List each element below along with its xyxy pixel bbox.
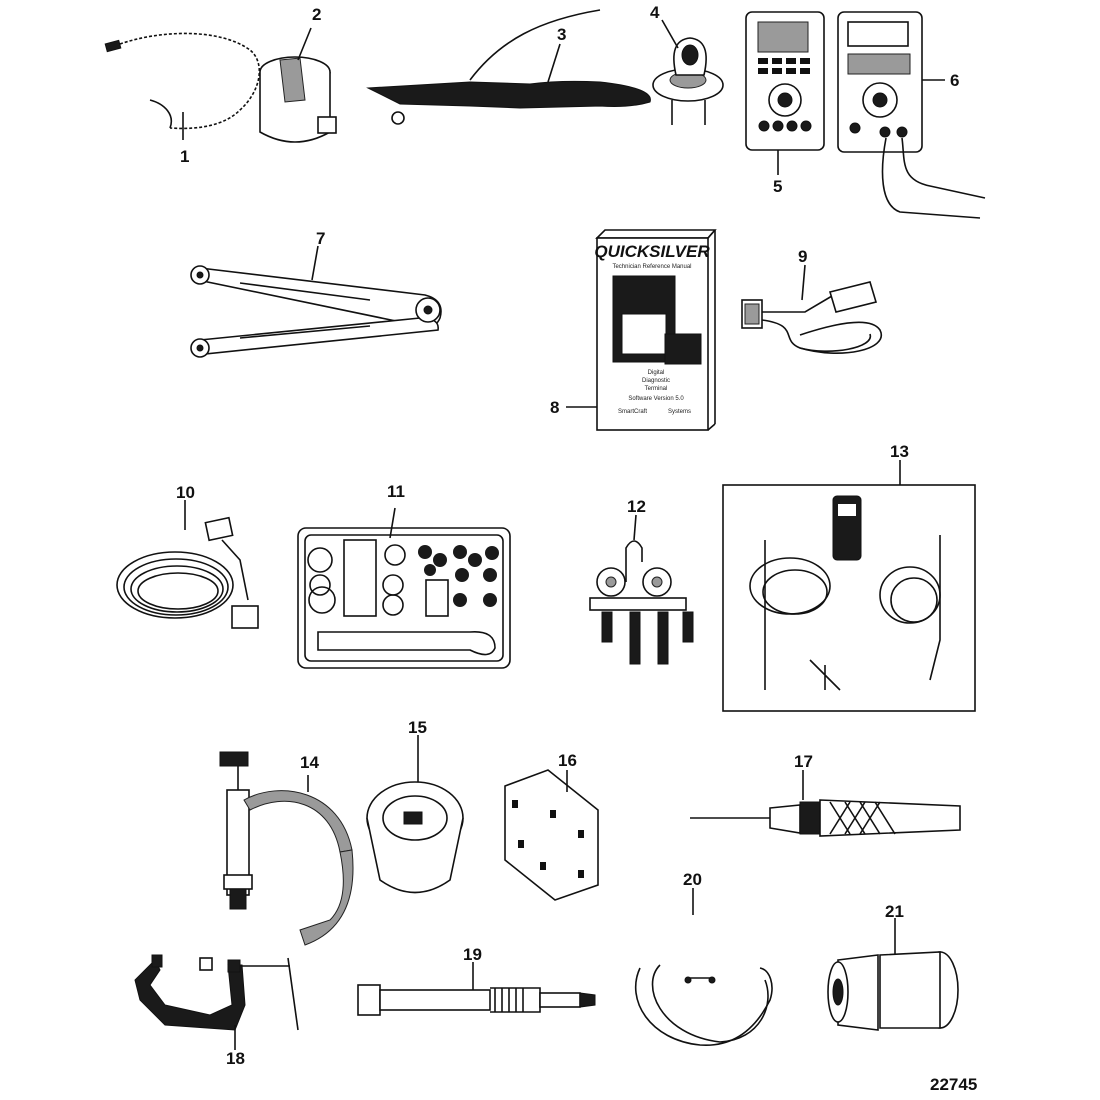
callout-9: 9 [798, 247, 807, 266]
tool-20-jumper-wires [634, 888, 773, 1046]
tool-6-multimeter-with-leads [837, 11, 986, 219]
callout-7: 7 [316, 229, 325, 248]
tool-14-pump-with-hose [219, 751, 354, 946]
manual-footer-left: SmartCraft [618, 409, 647, 415]
tool-10-coiled-cable [116, 500, 259, 629]
tool-19-puller-shaft [357, 962, 596, 1016]
manual-line-3: Terminal [645, 386, 668, 392]
callout-5: 5 [773, 177, 782, 196]
manual-line-1: Digital [648, 370, 665, 376]
tool-9-adapter-harness [741, 264, 883, 354]
tool-8-reference-manual: QUICKSILVER Technician Reference Manual … [566, 229, 717, 431]
tool-16-plate [504, 769, 599, 901]
callout-labels: 1 2 3 4 5 6 7 8 9 10 11 12 13 14 15 16 1… [176, 3, 959, 1068]
tool-13-digital-diagnostic-kit [722, 460, 976, 712]
callout-16: 16 [558, 751, 577, 770]
figure-number: 22745 [930, 1075, 977, 1094]
tool-1-probe-cable [104, 32, 261, 140]
manual-title: Technician Reference Manual [612, 264, 691, 270]
callout-12: 12 [627, 497, 646, 516]
manual-version: Software Version 5.0 [628, 396, 684, 402]
tool-11-seal-kit-tray [297, 507, 511, 669]
callout-6: 6 [950, 71, 959, 90]
callout-8: 8 [550, 398, 559, 417]
callout-1: 1 [180, 147, 189, 166]
callout-17: 17 [794, 752, 813, 771]
tool-18-c-clamp [134, 954, 299, 1050]
tool-15-filter-wrench [366, 735, 464, 894]
manual-line-2: Diagnostic [642, 378, 670, 384]
callout-10: 10 [176, 483, 195, 502]
callout-14: 14 [300, 753, 319, 772]
callout-4: 4 [650, 3, 660, 22]
tool-7-spanner-wrench [190, 245, 442, 358]
tool-12-gauge-manifold [589, 514, 694, 665]
tool-21-socket [827, 918, 959, 1031]
callout-3: 3 [557, 25, 566, 44]
tool-2-puller-block [259, 27, 337, 143]
callout-20: 20 [683, 870, 702, 889]
manual-brand: QUICKSILVER [594, 242, 710, 261]
manual-footer-right: Systems [668, 409, 691, 415]
tool-4-lifting-eye [652, 19, 724, 125]
callout-11: 11 [387, 482, 405, 501]
tool-17-tube-fitting [690, 770, 961, 837]
callout-2: 2 [312, 5, 321, 24]
callout-15: 15 [408, 718, 427, 737]
callout-18: 18 [226, 1049, 245, 1068]
callout-13: 13 [890, 442, 909, 461]
tool-5-multimeter [745, 11, 825, 175]
callout-19: 19 [463, 945, 482, 964]
tool-3-driver-handle [366, 9, 651, 125]
callout-21: 21 [885, 902, 904, 921]
